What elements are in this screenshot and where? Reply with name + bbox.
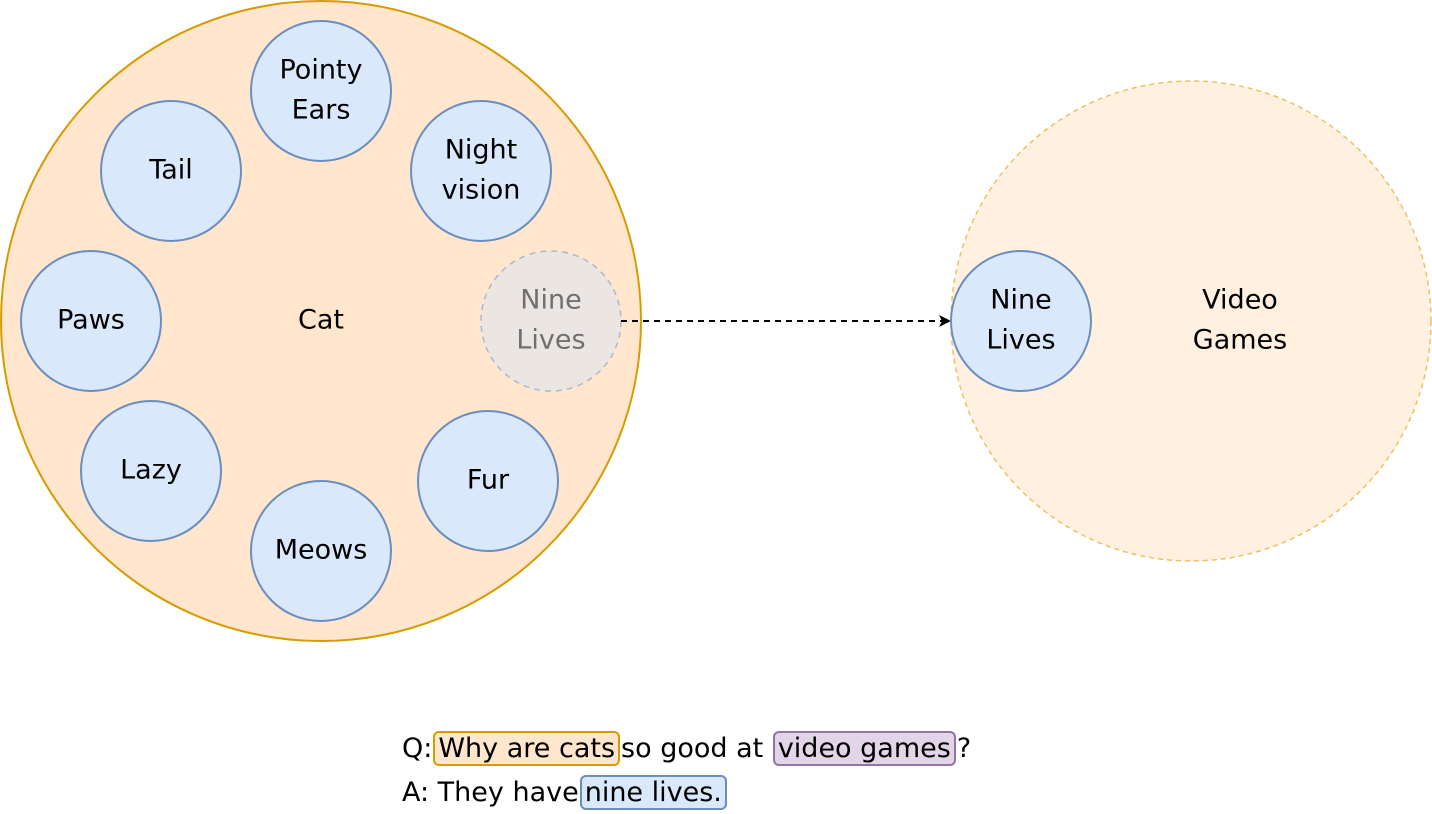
trait-label: Ears xyxy=(292,95,351,126)
trait-circle xyxy=(100,100,242,242)
trait-label: Meows xyxy=(275,535,368,566)
trait-label: Night xyxy=(445,135,518,166)
q-suffix: ? xyxy=(956,733,972,764)
q-middle: so good at xyxy=(621,733,764,764)
trait-circle xyxy=(250,480,392,622)
trait-tail: Tail xyxy=(100,100,242,242)
trait-label: Tail xyxy=(148,155,193,186)
trait-circle xyxy=(80,400,222,542)
trait-circle xyxy=(20,250,162,392)
trait-label: Paws xyxy=(57,305,125,336)
trait-night: Night vision xyxy=(410,100,552,242)
faded-trait-line1: Nine xyxy=(520,285,581,316)
trait-circle xyxy=(950,250,1092,392)
video-games-label-line2: Games xyxy=(1193,325,1287,356)
trait-lazy: Lazy xyxy=(80,400,222,542)
trait-label: Lazy xyxy=(120,455,182,486)
trait-fur: Fur xyxy=(417,410,559,552)
highlight-video-games: video games xyxy=(772,731,956,766)
video-games-label-line1: Video xyxy=(1202,285,1278,316)
q-prefix: Q: xyxy=(402,733,433,764)
trait-label: vision xyxy=(442,175,521,206)
highlight-why-are-cats: Why are cats xyxy=(433,731,621,766)
trait-circle xyxy=(417,410,559,552)
trait-meows: Meows xyxy=(250,480,392,622)
trait-line1: Nine xyxy=(990,285,1051,316)
cat-label: Cat xyxy=(298,305,344,336)
faded-trait-circle xyxy=(480,250,622,392)
trait-line2: Lives xyxy=(986,325,1055,356)
trait-paws: Paws xyxy=(20,250,162,392)
video-games-trait-nine-lives: Nine Lives xyxy=(950,250,1092,392)
trait-circle xyxy=(410,100,552,242)
highlight-nine-lives: nine lives. xyxy=(579,775,727,810)
faded-trait-line2: Lives xyxy=(516,325,585,356)
trait-circle xyxy=(250,20,392,162)
a-prefix: A: They have xyxy=(402,777,579,808)
video-games-circle xyxy=(950,80,1432,562)
trait-label: Pointy xyxy=(279,55,362,86)
video-games-concept: Video Games xyxy=(950,80,1432,562)
trait-label: Fur xyxy=(467,465,510,496)
faded-trait-nine-lives: Nine Lives xyxy=(480,250,622,392)
